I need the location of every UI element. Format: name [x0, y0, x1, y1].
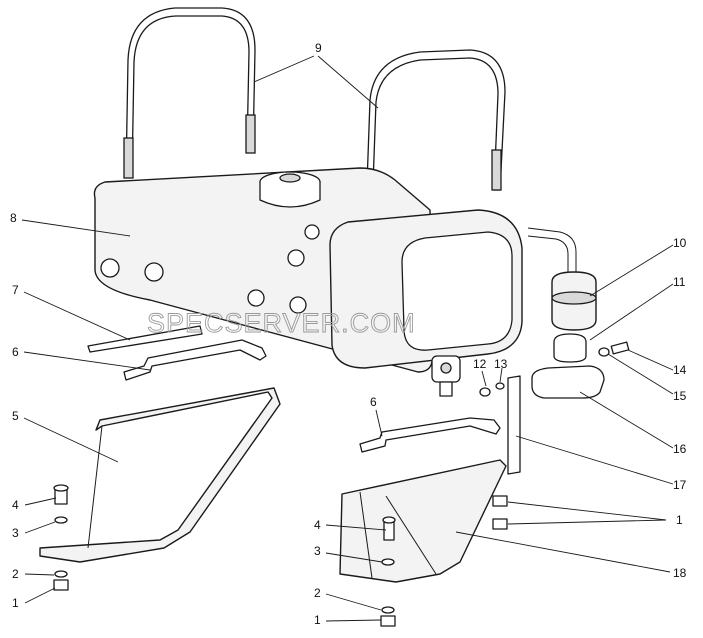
callout-17: 17 — [673, 478, 687, 492]
vertical-strip — [507, 375, 521, 475]
callout-4: 4 — [314, 518, 321, 532]
callout-1: 1 — [12, 596, 19, 610]
drain-tap — [431, 355, 461, 397]
clamp — [531, 365, 605, 399]
nut-extra-b — [492, 518, 508, 530]
bolt-right — [382, 516, 396, 541]
nut-right — [380, 615, 396, 627]
callout-13: 13 — [494, 357, 508, 371]
callout-6: 6 — [12, 345, 19, 359]
strap-left — [123, 7, 256, 179]
washer-right — [381, 558, 395, 566]
filter-assembly — [527, 227, 597, 331]
callout-4: 4 — [12, 498, 19, 512]
watermark-text: SPECSERVER.COM — [147, 308, 416, 338]
tank-body — [93, 167, 523, 373]
nut-left — [53, 579, 69, 591]
rod — [87, 325, 203, 353]
callout-7: 7 — [12, 283, 19, 297]
callout-2: 2 — [12, 567, 19, 581]
callout-5: 5 — [12, 409, 19, 423]
callout-3: 3 — [12, 526, 19, 540]
nut-extra-a — [492, 495, 508, 507]
callout-11: 11 — [673, 275, 686, 289]
callout-9: 9 — [315, 41, 322, 55]
callout-16: 16 — [673, 442, 687, 456]
callout-3: 3 — [314, 544, 321, 558]
callout-15: 15 — [673, 389, 687, 403]
callout-2: 2 — [314, 586, 321, 600]
bolt-left — [53, 484, 69, 505]
washer-15 — [598, 347, 610, 357]
bracket-right — [359, 417, 501, 453]
callout-1: 1 — [314, 613, 321, 627]
callout-10: 10 — [673, 236, 687, 250]
bolt-14 — [610, 341, 630, 355]
callout-8: 8 — [10, 211, 17, 225]
callout-14: 14 — [673, 363, 687, 377]
spring-washer-left — [54, 570, 68, 578]
spring-washer-right — [381, 606, 395, 614]
washer-13 — [495, 382, 505, 390]
callout-12: 12 — [473, 357, 487, 371]
sleeve — [553, 333, 587, 363]
callout-6: 6 — [370, 395, 377, 409]
leader-lines — [21, 55, 674, 622]
support-left — [39, 387, 281, 563]
callout-1: 1 — [676, 513, 683, 527]
washer-left — [54, 516, 68, 524]
washer-12 — [479, 387, 491, 397]
callout-18: 18 — [673, 566, 687, 580]
support-right — [339, 459, 507, 583]
bracket-left — [123, 339, 267, 381]
